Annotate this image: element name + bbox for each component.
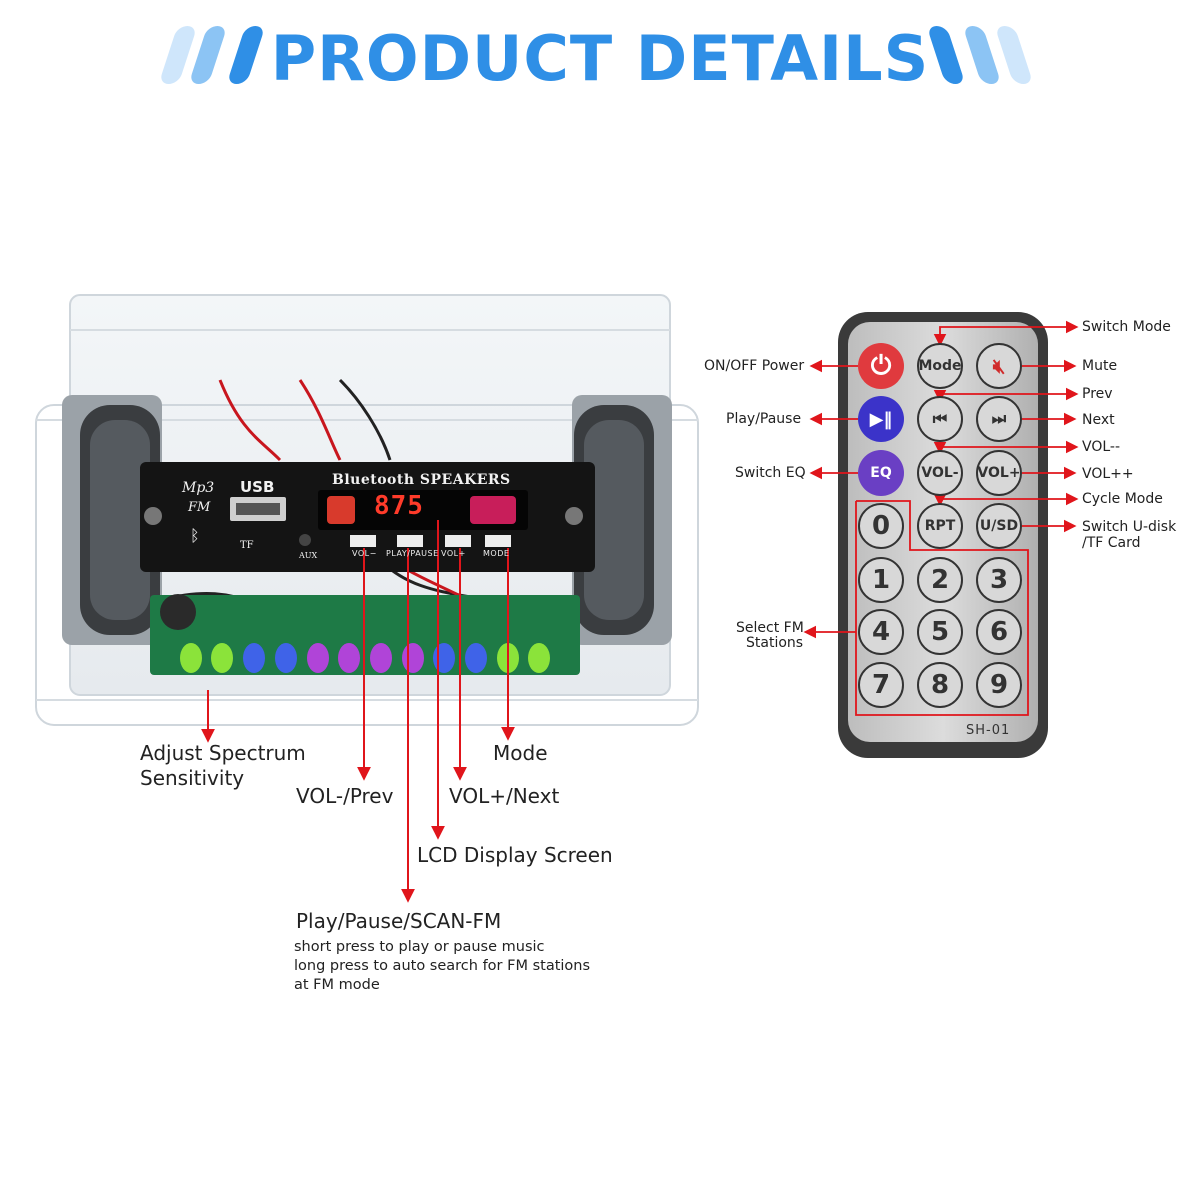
prev-icon: ⏮︎ — [932, 409, 948, 428]
label-vol-plus: VOL++ — [1082, 466, 1134, 482]
callout-play-note-1: short press to play or pause music — [294, 939, 545, 955]
remote-vol-plus-button[interactable]: VOL+ — [976, 450, 1022, 496]
key-vol-minus-label: VOL− — [352, 549, 377, 558]
usb-label: USB — [240, 478, 275, 496]
remote-digit-9[interactable]: 9 — [976, 662, 1022, 708]
label-mute: Mute — [1082, 358, 1118, 374]
remote-rpt-button[interactable]: RPT — [917, 503, 963, 549]
callout-play-pause: Play/Pause/SCAN-FM — [296, 909, 502, 933]
callout-lcd: LCD Display Screen — [417, 843, 613, 867]
remote-digit-0[interactable]: 0 — [858, 503, 904, 549]
remote-digit-6[interactable]: 6 — [976, 609, 1022, 655]
remote-prev-button[interactable]: ⏮︎ — [917, 396, 963, 442]
remote-eq-button[interactable]: EQ — [858, 450, 904, 496]
label-play-pause: Play/Pause — [726, 411, 802, 427]
remote-model-label: SH-01 — [966, 723, 1011, 738]
label-power: ON/OFF Power — [704, 358, 805, 374]
remote-usd-button[interactable]: U/SD — [976, 503, 1022, 549]
mp3-label: Mp3 — [182, 480, 215, 496]
device-callout-arrows — [201, 520, 515, 903]
label-usd-line2: /TF Card — [1082, 535, 1141, 551]
label-switch-mode: Switch Mode — [1082, 319, 1171, 335]
label-next: Next — [1082, 412, 1115, 428]
label-vol-minus: VOL-- — [1082, 439, 1121, 455]
callout-mode: Mode — [493, 741, 548, 765]
remote-mute-button[interactable]: 🔇︎ — [976, 343, 1022, 389]
label-prev: Prev — [1082, 386, 1113, 402]
callout-play-note-2: long press to auto search for FM station… — [294, 958, 591, 974]
remote-play-pause-button[interactable]: ▶︎‖ — [858, 396, 904, 442]
remote-digit-8[interactable]: 8 — [917, 662, 963, 708]
label-fm-line2: Stations — [746, 635, 804, 651]
microphone — [160, 594, 196, 630]
tf-label: TF — [240, 540, 254, 551]
remote-digit-4[interactable]: 4 — [858, 609, 904, 655]
callout-play-note-3: at FM mode — [294, 977, 380, 993]
left-speaker — [62, 395, 162, 645]
lcd-display-value: 875 — [374, 491, 424, 521]
remote-digit-1[interactable]: 1 — [858, 557, 904, 603]
bluetooth-icon: ᛒ — [190, 526, 200, 545]
remote-digit-3[interactable]: 3 — [976, 557, 1022, 603]
label-switch-eq: Switch EQ — [735, 465, 806, 481]
label-usd-line1: Switch U-disk — [1082, 519, 1177, 535]
power-icon: ⏻ — [870, 350, 892, 381]
label-cycle-mode: Cycle Mode — [1082, 491, 1163, 507]
panel-title: Bluetooth SPEAKERS — [332, 472, 511, 488]
fm-label: FM — [188, 500, 211, 515]
mute-icon: 🔇︎ — [992, 354, 1006, 378]
callout-vol-next: VOL+/Next — [449, 784, 560, 808]
remote-digit-5[interactable]: 5 — [917, 609, 963, 655]
next-icon: ⏭︎ — [991, 409, 1007, 428]
callout-vol-prev: VOL-/Prev — [296, 784, 394, 808]
key-mode-label: MODE — [483, 549, 510, 558]
key-play-pause-label: PLAY/PAUSE — [386, 549, 439, 558]
remote-power-button[interactable]: ⏻ — [858, 343, 904, 389]
remote-next-button[interactable]: ⏭︎ — [976, 396, 1022, 442]
right-speaker — [572, 395, 672, 645]
remote-digit-7[interactable]: 7 — [858, 662, 904, 708]
label-fm-line1: Select FM — [736, 620, 804, 636]
remote-digit-2[interactable]: 2 — [917, 557, 963, 603]
callout-spectrum-line1: Adjust Spectrum — [140, 741, 306, 765]
key-vol-plus-label: VOL+ — [441, 549, 466, 558]
remote-vol-minus-button[interactable]: VOL- — [917, 450, 963, 496]
play-pause-icon: ▶︎‖ — [869, 408, 893, 430]
control-panel — [140, 462, 595, 572]
remote-mode-button[interactable]: Mode — [917, 343, 963, 389]
page-title: PRODUCT DETAILS — [270, 22, 930, 95]
aux-label: AUX — [299, 551, 318, 560]
callout-spectrum-line2: Sensitivity — [140, 766, 245, 790]
